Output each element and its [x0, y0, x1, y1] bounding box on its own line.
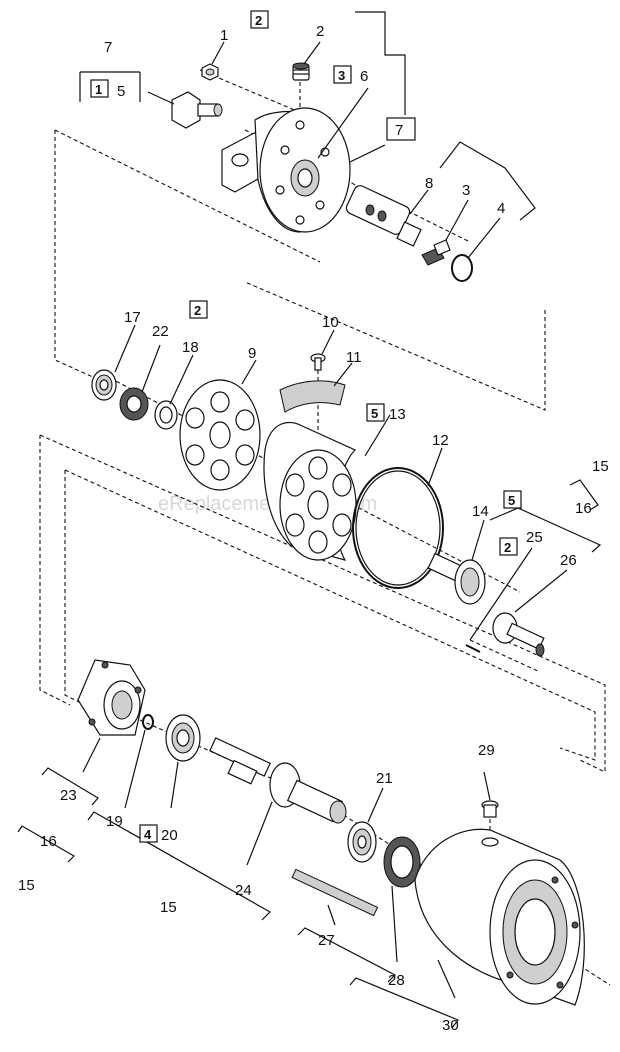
callout-box-1: 1 [90, 79, 109, 98]
label-14: 14 [472, 503, 489, 520]
part-22-collar [119, 387, 149, 421]
part-4-snap-ring [451, 254, 473, 282]
label-21: 21 [376, 770, 393, 787]
label-16-left: 16 [40, 833, 57, 850]
label-15-left: 15 [18, 877, 35, 894]
callout-box-2-mid: 2 [189, 300, 208, 319]
part-19-clip [142, 714, 154, 730]
label-4: 4 [497, 200, 505, 217]
svg-text:2: 2 [194, 303, 201, 318]
label-28: 28 [388, 972, 405, 989]
label-20: 20 [161, 827, 178, 844]
label-27: 27 [318, 932, 335, 949]
svg-text:2: 2 [255, 13, 262, 28]
part-5-fitting [171, 91, 223, 129]
label-7b: 7 [395, 122, 403, 139]
callout-box-5-rotor: 5 [366, 403, 385, 422]
label-1: 1 [220, 27, 228, 44]
label-24: 24 [235, 882, 252, 899]
part-14-shaft [427, 552, 486, 605]
label-13: 13 [389, 406, 406, 423]
label-3: 3 [462, 182, 470, 199]
part-8-spool [345, 185, 422, 247]
label-9: 9 [248, 345, 256, 362]
part-20-bearing [165, 714, 201, 762]
part-28-seal [383, 836, 421, 888]
label-26: 26 [560, 552, 577, 569]
part-12-o-ring [352, 467, 444, 589]
svg-text:1: 1 [95, 82, 102, 97]
label-23: 23 [60, 787, 77, 804]
callout-box-2-right: 2 [499, 537, 518, 556]
label-17: 17 [124, 309, 141, 326]
label-25: 25 [526, 529, 543, 546]
part-30-housing [414, 828, 585, 1006]
label-19: 19 [106, 813, 123, 830]
label-29: 29 [478, 742, 495, 759]
label-18: 18 [182, 339, 199, 356]
label-16-right: 16 [575, 500, 592, 517]
part-23-flange [77, 659, 146, 736]
svg-text:5: 5 [508, 493, 515, 508]
label-30: 30 [442, 1017, 459, 1034]
label-11: 11 [346, 349, 362, 366]
part-17-bearing [91, 369, 117, 401]
part-6-valve-housing [221, 107, 351, 233]
part-24-output-shaft [209, 737, 347, 824]
svg-text:5: 5 [371, 406, 378, 421]
part-1-nut [201, 63, 219, 81]
label-15-bottom: 15 [160, 899, 177, 916]
leader-lines [17, 11, 602, 1029]
callout-box-5-right: 5 [503, 490, 522, 509]
label-10: 10 [322, 314, 339, 331]
label-5: 5 [117, 83, 125, 100]
part-3-key [421, 239, 451, 266]
callout-box-2-top: 2 [250, 10, 269, 29]
part-29-plug [481, 800, 499, 818]
svg-text:3: 3 [338, 68, 345, 83]
part-18-washer [154, 400, 178, 430]
part-26-valve [492, 612, 545, 657]
part-9-port-plate [179, 379, 261, 491]
label-15-right: 15 [592, 458, 609, 475]
part-25-screw [465, 644, 481, 653]
callout-box-7 [386, 117, 416, 141]
label-22: 22 [152, 323, 169, 340]
callout-box-4: 4 [139, 824, 158, 843]
label-6: 6 [360, 68, 368, 85]
part-2-plug [292, 62, 310, 81]
part-11-shim [279, 380, 346, 413]
part-number-labels: 7 5 1 2 6 7 8 3 4 17 22 18 9 10 11 13 12… [18, 23, 609, 1034]
part-27-stud [291, 868, 379, 917]
label-8: 8 [425, 175, 433, 192]
part-21-bearing [347, 821, 377, 863]
part-10-screw [310, 353, 326, 371]
svg-text:4: 4 [144, 827, 152, 842]
svg-text:2: 2 [504, 540, 511, 555]
label-2: 2 [316, 23, 324, 40]
callout-box-3: 3 [333, 65, 352, 84]
label-12: 12 [432, 432, 449, 449]
part-13-rotor [263, 421, 357, 561]
label-7: 7 [104, 39, 112, 56]
